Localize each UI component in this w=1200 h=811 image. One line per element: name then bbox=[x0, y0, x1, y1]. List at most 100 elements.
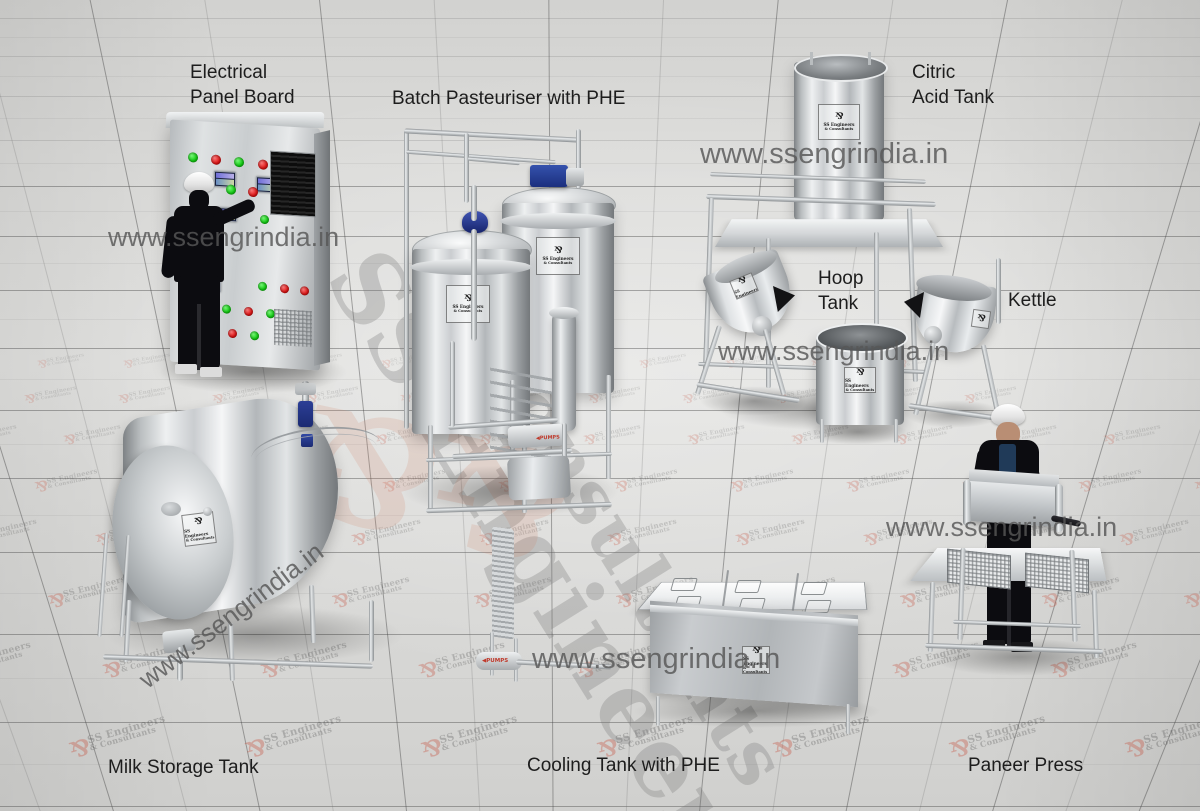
floor-pipe-riser bbox=[369, 600, 374, 662]
acid-tank-open-top bbox=[794, 54, 888, 82]
watermark-url: www.ssengrindia.in bbox=[108, 222, 340, 252]
tank-nozzle bbox=[203, 507, 212, 516]
press-table-leg-1 bbox=[927, 581, 936, 653]
watermark-url: www.ssengrindia.in bbox=[886, 512, 1118, 542]
cooling-tank-leg-2 bbox=[846, 704, 850, 734]
process-riser-2 bbox=[562, 423, 567, 473]
logo-line2: & Consultants bbox=[845, 387, 875, 392]
floor-joint-horizontal bbox=[0, 722, 1200, 723]
overhead-pipe-top bbox=[403, 128, 580, 143]
floor-joint-horizontal bbox=[0, 96, 1200, 97]
indicator-led-green[interactable] bbox=[188, 152, 198, 163]
watermark-url: www.ssengrindia.in bbox=[532, 643, 781, 675]
acid-tank-logo: ⅋ SS Engineers & Consultants bbox=[818, 104, 860, 140]
top-valve-cap bbox=[295, 383, 316, 395]
paneer-tray-right[interactable] bbox=[1025, 552, 1089, 594]
phe-pump-brand: ◀PUMPS bbox=[482, 658, 509, 664]
brand-logo-plate: ⅋ SS Engineers & Consultants bbox=[181, 511, 217, 547]
electrical-panel-board[interactable] bbox=[158, 112, 348, 397]
operator-at-panel bbox=[160, 164, 257, 382]
floor-joint-horizontal bbox=[0, 410, 1200, 411]
agitator-gearbox bbox=[566, 168, 584, 186]
phe-column-secondary: ◀PUMPS bbox=[476, 526, 613, 688]
logo-symbol: ⅋ bbox=[856, 367, 864, 378]
front-tank-centre-pipe bbox=[471, 185, 477, 221]
kettle-right-trunnion bbox=[924, 326, 942, 344]
paneer-tray-left[interactable] bbox=[947, 548, 1011, 590]
label-batch-pasteuriser: Batch Pasteuriser with PHE bbox=[392, 88, 626, 109]
outlet-pipe bbox=[177, 647, 183, 681]
overhead-riser-left bbox=[404, 129, 409, 429]
operator-shoe-right bbox=[200, 367, 222, 377]
logo-line2: & Consultants bbox=[453, 309, 483, 313]
hard-hat bbox=[991, 404, 1025, 426]
plate-heat-exchanger bbox=[552, 313, 576, 431]
logo-symbol: ⅋ bbox=[835, 112, 843, 122]
tank-leg-3 bbox=[308, 584, 317, 644]
lid-handle[interactable] bbox=[734, 580, 762, 593]
logo-line2: & Consultants bbox=[543, 261, 573, 265]
indicator-led-red[interactable] bbox=[258, 159, 268, 170]
phe-plate-stack bbox=[492, 526, 514, 640]
panel-keypad[interactable] bbox=[274, 308, 312, 348]
paneer-press[interactable] bbox=[910, 400, 1130, 690]
hard-hat bbox=[184, 172, 214, 193]
floor-joint-horizontal bbox=[0, 634, 1200, 635]
floor-joint-horizontal bbox=[0, 18, 1200, 19]
operator-leg-gap bbox=[197, 304, 201, 370]
platform-leg-4 bbox=[874, 232, 879, 386]
indicator-led-green[interactable] bbox=[258, 281, 267, 292]
overhead-riser-right bbox=[576, 129, 581, 189]
logo-line2: & Consultants bbox=[743, 665, 768, 674]
floor-joint-horizontal bbox=[0, 806, 1200, 807]
floor-joint-horizontal bbox=[0, 478, 1200, 479]
press-rod-left bbox=[963, 480, 971, 526]
floor-joint-horizontal bbox=[0, 56, 1200, 57]
logo-line2: & Consultants bbox=[824, 127, 854, 131]
indicator-led-red[interactable] bbox=[280, 283, 289, 294]
milk-storage-tank[interactable]: ⅋ SS Engineers & Consultants bbox=[97, 381, 425, 685]
logo-symbol: ⅋ bbox=[554, 246, 562, 256]
front-tank-logo: ⅋ SS Engineers & Consultants bbox=[446, 285, 490, 323]
logo-symbol: ⅋ bbox=[464, 294, 472, 304]
indicator-led-red[interactable] bbox=[300, 286, 309, 296]
label-milk-storage-tank: Milk Storage Tank bbox=[108, 757, 259, 778]
top-valve bbox=[298, 401, 313, 427]
process-riser-1 bbox=[450, 341, 455, 427]
logo-line1: SS Engineers bbox=[743, 655, 767, 666]
floor-plank-line bbox=[0, 764, 1200, 765]
hoop-tank-open-top bbox=[816, 323, 908, 353]
logo-line1: SS Engineers bbox=[452, 304, 484, 309]
panel-ventilation-grille bbox=[270, 150, 316, 218]
floor-joint-horizontal bbox=[0, 552, 1200, 553]
watermark-url: www.ssengrindia.in bbox=[718, 336, 950, 366]
floor-joint-horizontal bbox=[0, 140, 1200, 141]
floor-plank-line bbox=[0, 515, 1200, 516]
balance-tank bbox=[506, 455, 572, 501]
batch-pasteuriser-with-phe[interactable]: ⅋ SS Engineers & Consultants ⅋ SS Engine… bbox=[390, 125, 650, 525]
press-rod-right bbox=[1055, 484, 1063, 532]
operator-shoe-left bbox=[175, 364, 197, 374]
kettle-right-logo: ⅋ bbox=[970, 308, 992, 330]
acid-tank-body bbox=[794, 62, 884, 220]
pump-brand-mark: ◀PUMPS bbox=[535, 434, 560, 442]
lid-handle[interactable] bbox=[670, 578, 698, 591]
skid-leg-front-left bbox=[428, 425, 433, 510]
watermark-url: www.ssengrindia.in bbox=[700, 138, 949, 170]
indicator-led-green[interactable] bbox=[250, 331, 259, 341]
indicator-led-red[interactable] bbox=[248, 186, 258, 198]
label-electrical-panel-board: Electrical Panel Board bbox=[190, 62, 295, 108]
logo-symbol: ⅋ bbox=[976, 313, 986, 324]
lid-handle[interactable] bbox=[800, 582, 828, 595]
cooling-tank-leg-1 bbox=[656, 696, 660, 726]
logo-symbol: ⅋ bbox=[752, 646, 760, 656]
skid-rail-bottom bbox=[425, 501, 613, 514]
front-tank-down-pipe bbox=[471, 229, 477, 341]
tank-manway bbox=[161, 502, 181, 516]
floor-plank-line bbox=[0, 76, 1200, 77]
label-cooling-tank: Cooling Tank with PHE bbox=[527, 755, 720, 776]
rear-tank-logo: ⅋ SS Engineers & Consultants bbox=[536, 237, 580, 275]
indicator-led-red[interactable] bbox=[244, 306, 253, 317]
kettle-right-riser bbox=[996, 258, 1001, 324]
phe-pump-unit bbox=[476, 652, 522, 670]
